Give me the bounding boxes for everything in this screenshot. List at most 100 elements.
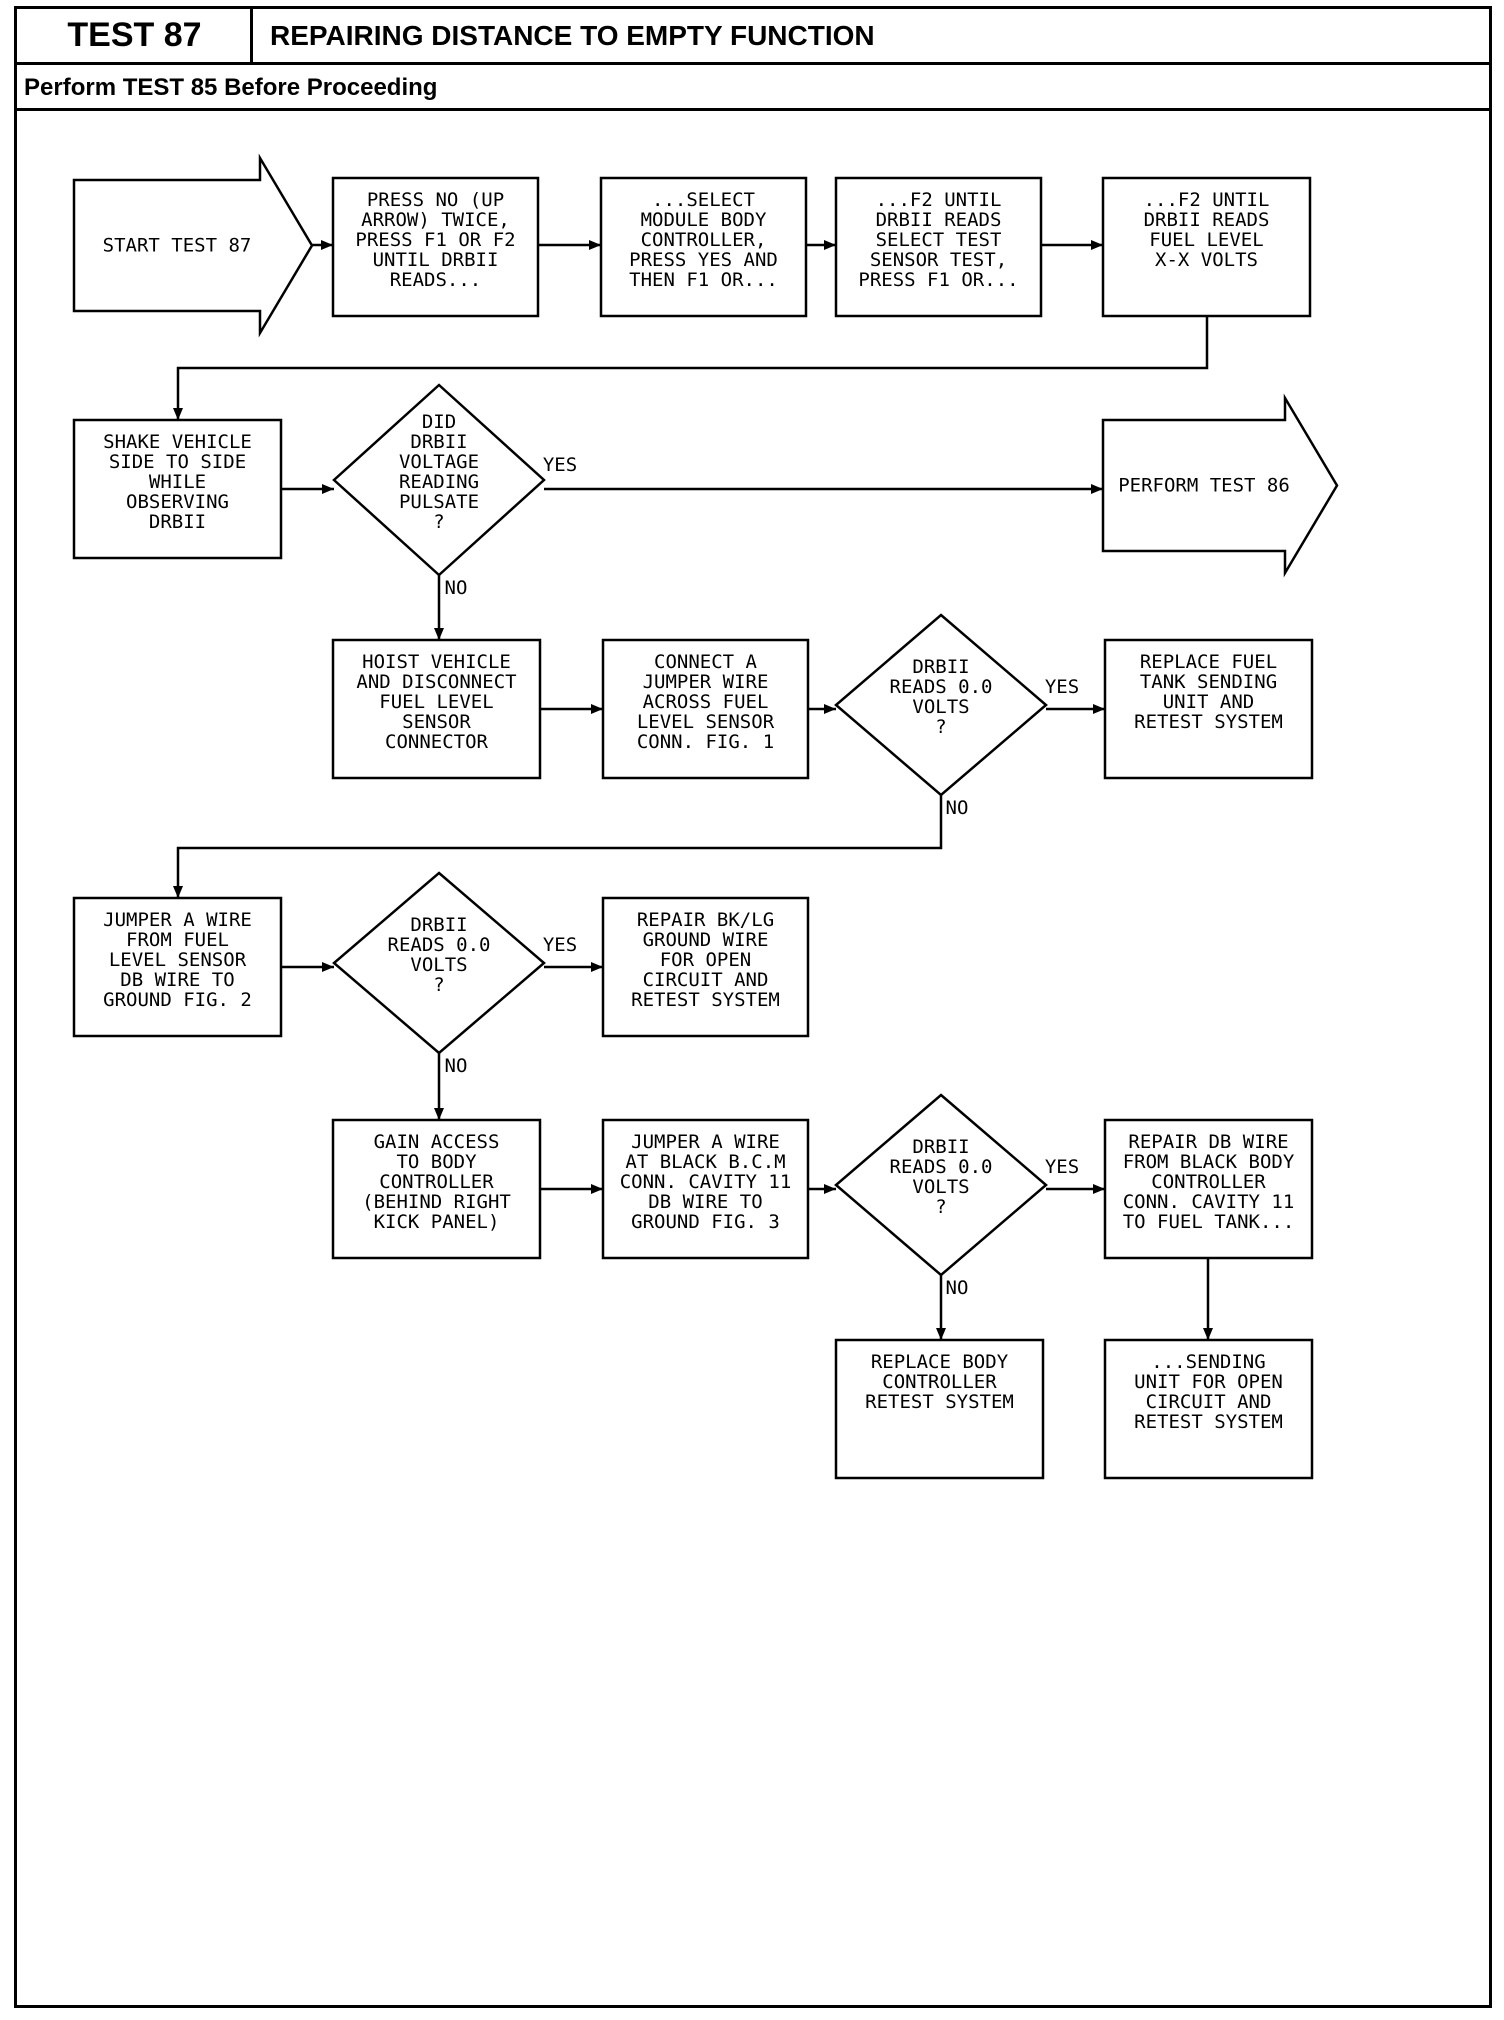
node-text-line: (BEHIND RIGHT [362,1191,511,1213]
node-text-line: DRBII [912,1136,969,1158]
node-text-line: RETEST SYSTEM [1134,711,1283,733]
node-text-line: ACROSS FUEL [643,691,769,713]
node-text-line: DB WIRE TO [120,969,234,991]
node-text-line: HOIST VEHICLE [362,651,511,673]
node-text-line: DRBII READS [1144,209,1270,231]
node-text-line: CONTROLLER, [641,229,767,251]
subheader-row [14,65,1492,111]
node-text-line: X-X VOLTS [1155,249,1258,271]
node-text-line: PRESS NO (UP [367,189,504,211]
node-text-line: CIRCUIT AND [1146,1391,1272,1413]
node-text-line: RETEST SYSTEM [1134,1411,1283,1433]
node-text-line: AND DISCONNECT [356,671,516,693]
arrow-head [591,962,603,972]
edge-label-d3-yes: YES [543,934,577,956]
node-text-line: FUEL LEVEL [379,691,493,713]
node-text-line: CONTROLLER [379,1171,494,1193]
node-text-line: CONTROLLER [882,1371,997,1393]
node-text-line: THEN F1 OR... [629,269,778,291]
node-text-line: CONNECTOR [385,731,489,753]
arrow-head [591,704,603,714]
node-text-line: DRBII [149,511,206,533]
node-text-line: FUEL LEVEL [1149,229,1263,251]
node-text-line: ...SELECT [652,189,755,211]
node-text-line: READS 0.0 [890,676,993,698]
node-text-line: CONNECT A [654,651,758,673]
arrow-head [824,1184,836,1194]
arrow-head [1091,240,1103,250]
start-test-87-node: START TEST 87 [72,153,314,338]
node-text-line: RETEST SYSTEM [631,989,780,1011]
node-text-line: PERFORM TEST 86 [1118,475,1290,497]
arrow-head [322,484,334,494]
arrow-head [173,408,183,420]
page-frame [14,6,1492,2008]
node-text-line: JUMPER A WIRE [103,909,252,931]
node-text-line: READING [399,471,479,493]
node-text-line: UNIT FOR OPEN [1134,1371,1283,1393]
node-text-line: GAIN ACCESS [374,1131,500,1153]
node-text-line: CIRCUIT AND [643,969,769,991]
arrow-head [1203,1328,1213,1340]
node-text-line: DRBII [912,656,969,678]
node-text-line: DRBII [410,431,467,453]
arrow-head [321,240,333,250]
prerequisite-note: Perform TEST 85 Before Proceeding [24,74,438,101]
node-text-line: START TEST 87 [103,235,252,257]
node-text-line: SIDE TO SIDE [109,451,246,473]
arrow-head [1091,484,1103,494]
node-text-line: CONTROLLER [1151,1171,1266,1193]
node-text-line: UNTIL DRBII [373,249,499,271]
node-text-line: ...SENDING [1151,1351,1265,1373]
node-text-line: PRESS F1 OR F2 [355,229,515,251]
flow-connector [176,316,1209,420]
node-text-line: SHAKE VEHICLE [103,431,252,453]
node-text-line: TANK SENDING [1140,671,1277,693]
node-text-line: READS... [390,269,482,291]
node-text-line: REPLACE BODY [871,1351,1009,1373]
node-text-line: ...F2 UNTIL [876,189,1002,211]
arrow-head [936,1328,946,1340]
node-text-line: READS 0.0 [388,934,491,956]
node-text-line: MODULE BODY [641,209,767,231]
node-text-line: JUMPER A WIRE [631,1131,780,1153]
node-text-line: LEVEL SENSOR [109,949,247,971]
header-row [14,6,1492,65]
node-text-line: PULSATE [399,491,479,513]
node-text-line: PRESS YES AND [629,249,778,271]
node-text-line: SELECT TEST [876,229,1002,251]
edge-label-d1-yes: YES [543,454,577,476]
edge-label-d1-no: NO [445,577,468,599]
node-text-line: LEVEL SENSOR [637,711,775,733]
perform-test-86-node: PERFORM TEST 86 [1101,393,1339,578]
arrow-head [1093,1184,1105,1194]
arrow-head [591,1184,603,1194]
arrow-head [434,1108,444,1120]
flow-connector [176,795,943,898]
node-text-line: REPLACE FUEL [1140,651,1277,673]
edge-label-d2-yes: YES [1045,676,1079,698]
node-text-line: ...F2 UNTIL [1144,189,1270,211]
node-text-line: VOLTS [410,954,467,976]
node-text-line: VOLTAGE [399,451,479,473]
node-text-line: DID [422,411,456,433]
node-text-line: CONN. CAVITY 11 [1123,1191,1295,1213]
node-text-line: AT BLACK B.C.M [625,1151,785,1173]
node-text-line: GROUND WIRE [643,929,769,951]
arrow-head [322,962,334,972]
